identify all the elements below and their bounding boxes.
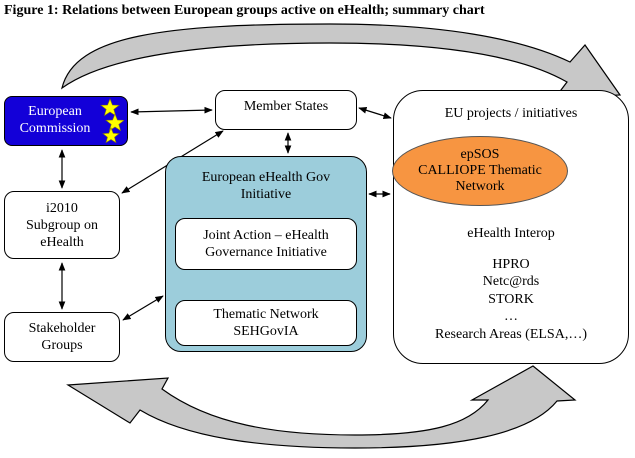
i2010-line-2: Subgroup on [26, 217, 98, 233]
eu-project-item: Netc@rds [482, 274, 540, 289]
epsos-line-3: Network [455, 179, 505, 194]
stakeholder-line-2: Groups [41, 338, 83, 353]
list-spacer [394, 243, 628, 256]
arrow-ms-eu [358, 107, 392, 119]
node-european-commission: European Commission [4, 96, 128, 146]
joint-action-line-1: Joint Action – eHealth [203, 228, 329, 243]
arrow-sg-gov [122, 295, 164, 321]
node-joint-action: Joint Action – eHealth Governance Initia… [175, 218, 357, 270]
top-cycle-arrow [61, 23, 622, 99]
node-eu-projects: EU projects / initiatives eHealth Intero… [393, 90, 629, 364]
thematic-network-line-2: SEHGovIA [233, 324, 299, 339]
arrow-ec-ms [130, 106, 213, 116]
gov-initiative-line-2: Initiative [240, 187, 292, 202]
eu-project-item: … [504, 309, 518, 324]
eu-project-item: eHealth Interop [467, 226, 555, 241]
eu-project-item: Research Areas (ELSA,…) [434, 326, 587, 342]
gov-initiative-line-1: European eHealth Gov [201, 170, 331, 185]
european-commission-line-1: European [28, 104, 82, 119]
node-epsos-calliope: epSOS CALLIOPE Thematic Network [392, 136, 568, 206]
epsos-line-2: CALLIOPE Thematic [418, 163, 542, 178]
i2010-line-1: i2010 [46, 200, 78, 216]
member-states-label: Member States [243, 99, 329, 114]
thematic-network-line-1: Thematic Network [213, 307, 319, 322]
node-stakeholder-groups: Stakeholder Groups [4, 312, 120, 362]
eu-projects-list: eHealth Interop HPRO Netc@rds STORK … Re… [394, 225, 628, 343]
figure-title: Figure 1: Relations between European gro… [4, 3, 485, 18]
joint-action-line-2: Governance Initiative [205, 245, 327, 260]
eu-projects-title: EU projects / initiatives [444, 106, 578, 121]
epsos-line-1: epSOS [460, 147, 500, 162]
stakeholder-line-1: Stakeholder [28, 321, 96, 336]
i2010-line-3: eHealth [40, 234, 84, 250]
bottom-cycle-arrow [66, 365, 577, 449]
node-thematic-network: Thematic Network SEHGovIA [175, 300, 357, 346]
european-commission-line-2: Commission [19, 121, 91, 136]
node-i2010-subgroup: i2010 Subgroup on eHealth [4, 191, 120, 259]
eu-project-item: STORK [488, 291, 534, 307]
eu-stars-icon [100, 98, 124, 144]
eu-project-item: HPRO [492, 256, 530, 272]
node-member-states: Member States [215, 90, 357, 130]
